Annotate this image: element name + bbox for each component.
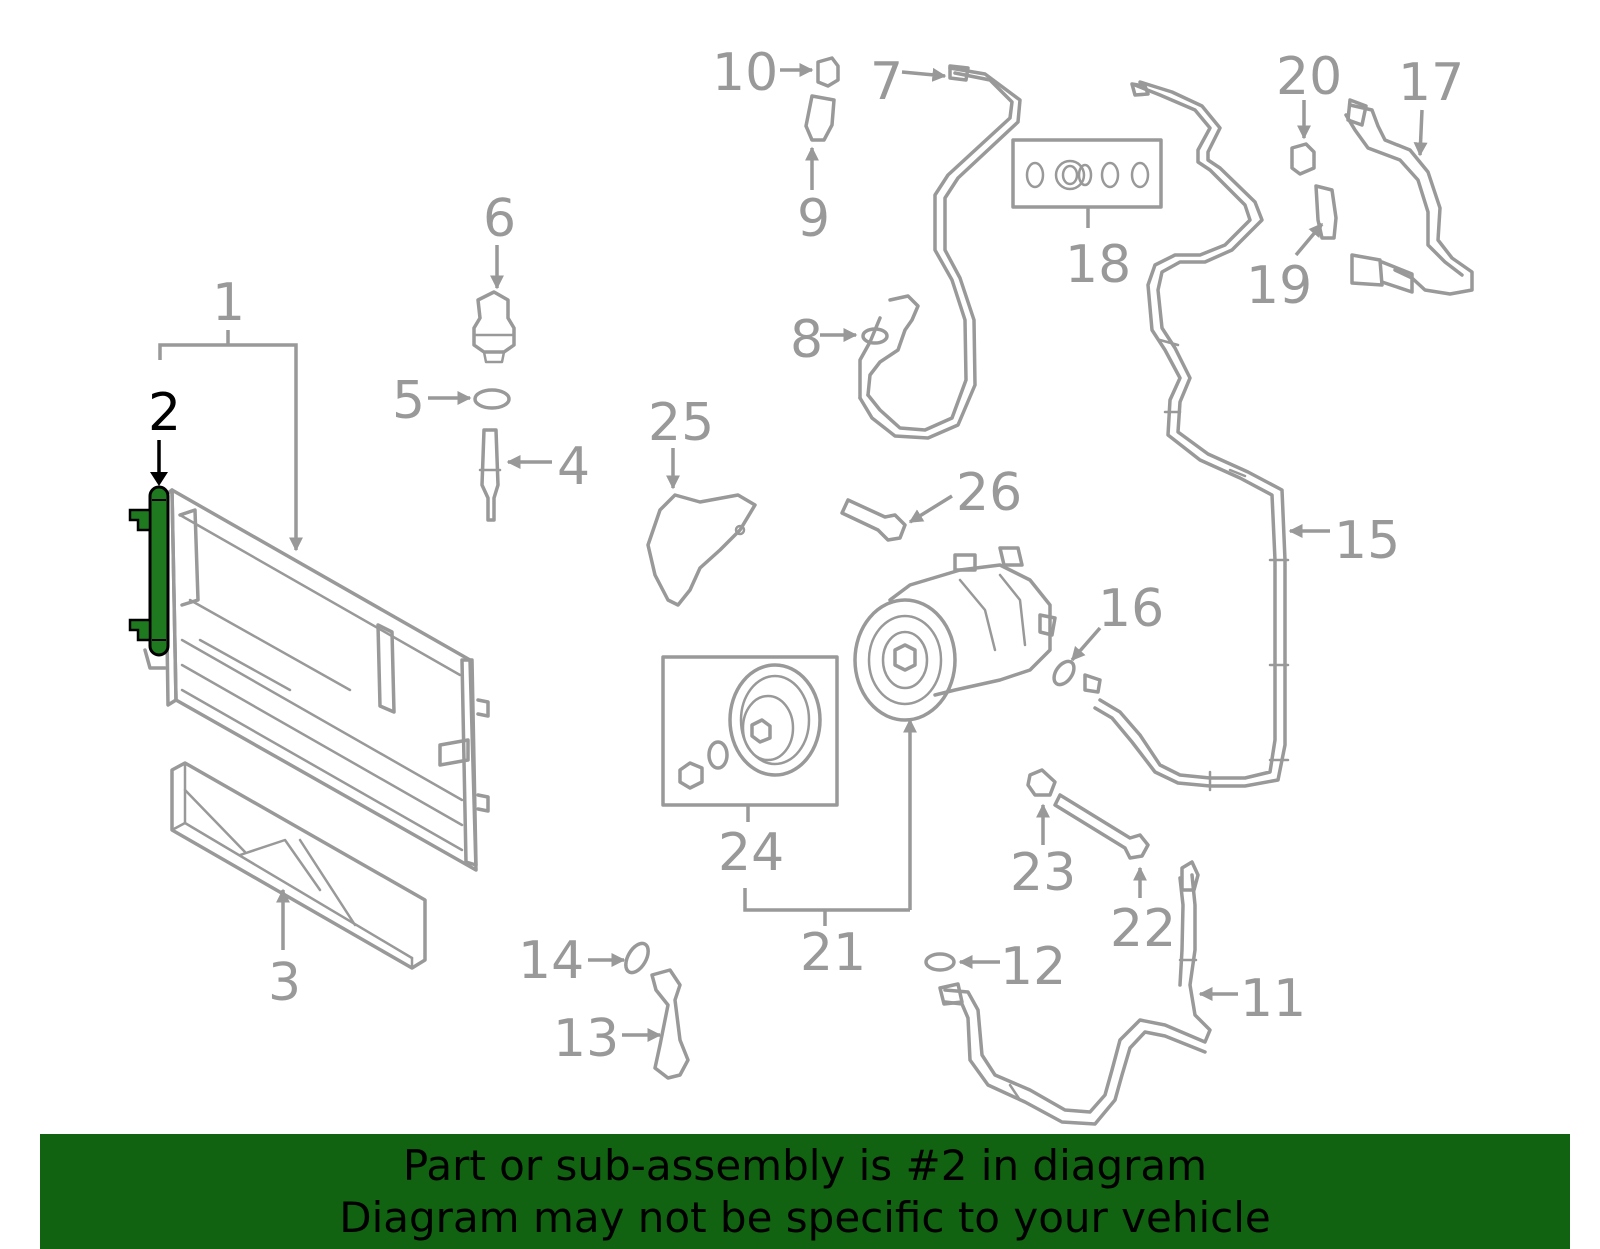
callout-12: 12 xyxy=(1000,937,1066,997)
hose-part-11 xyxy=(938,860,1238,1126)
callout-18: 18 xyxy=(1065,235,1131,295)
info-banner: Part or sub-assembly is #2 in diagram Di… xyxy=(40,1134,1570,1249)
callout-16: 16 xyxy=(1098,579,1164,639)
callout-6: 6 xyxy=(483,189,516,249)
bolt-part-26 xyxy=(840,494,953,542)
callout-21: 21 xyxy=(800,923,866,983)
callout-15: 15 xyxy=(1334,511,1400,571)
hose-part-7 xyxy=(858,64,1022,440)
o-ring-part-16 xyxy=(1052,626,1102,687)
compressor-part-21 xyxy=(743,546,1057,926)
fitting-part-16 xyxy=(1083,673,1102,694)
o-ring-part-12 xyxy=(924,952,1000,972)
switch-part-19 xyxy=(1294,184,1338,257)
clutch-kit-part-24 xyxy=(661,655,839,822)
callout-7: 7 xyxy=(870,52,903,112)
bolt-part-22 xyxy=(1053,793,1150,898)
callout-19: 19 xyxy=(1246,256,1312,316)
callout-3: 3 xyxy=(268,953,301,1013)
callout-1: 1 xyxy=(212,273,245,333)
cap-part-10 xyxy=(780,56,840,88)
o-ring-part-5 xyxy=(428,388,511,410)
callout-8: 8 xyxy=(790,310,823,370)
condenser-part-1 xyxy=(143,330,490,872)
callout-24: 24 xyxy=(718,823,784,883)
pressure-switch-part-6 xyxy=(472,245,516,364)
callout-9: 9 xyxy=(797,189,830,249)
callout-labels: 1 2 3 4 5 6 7 8 9 10 11 12 13 14 15 16 1… xyxy=(148,43,1464,1069)
fitting-part-8 xyxy=(820,294,920,400)
callout-25: 25 xyxy=(648,393,714,453)
cap-part-20 xyxy=(1290,100,1316,176)
hose-part-17 xyxy=(1344,98,1474,296)
callout-20: 20 xyxy=(1276,47,1342,107)
seal-kit-part-18 xyxy=(1011,138,1163,228)
valve-part-4 xyxy=(478,428,552,522)
callout-14: 14 xyxy=(518,931,584,991)
callout-22: 22 xyxy=(1110,899,1176,959)
callout-26: 26 xyxy=(956,463,1022,523)
banner-line-1: Part or sub-assembly is #2 in diagram xyxy=(402,1141,1208,1190)
o-ring-part-14 xyxy=(588,941,650,975)
callout-13: 13 xyxy=(553,1009,619,1069)
callout-11: 11 xyxy=(1240,969,1306,1029)
callout-4: 4 xyxy=(557,437,590,497)
callout-10: 10 xyxy=(712,43,778,103)
fitting-part-13 xyxy=(622,968,690,1080)
callout-23: 23 xyxy=(1010,843,1076,903)
banner-line-2: Diagram may not be specific to your vehi… xyxy=(339,1193,1271,1242)
hose-part-15 xyxy=(1093,80,1330,792)
receiver-drier-part-2 xyxy=(128,440,170,657)
bushing-part-23 xyxy=(1026,768,1057,845)
callout-17: 17 xyxy=(1398,53,1464,113)
switch-part-9 xyxy=(804,94,836,190)
callout-2: 2 xyxy=(148,383,181,443)
bracket-part-25 xyxy=(646,448,757,607)
air-duct-part-3 xyxy=(170,761,427,970)
callout-5: 5 xyxy=(392,371,425,431)
